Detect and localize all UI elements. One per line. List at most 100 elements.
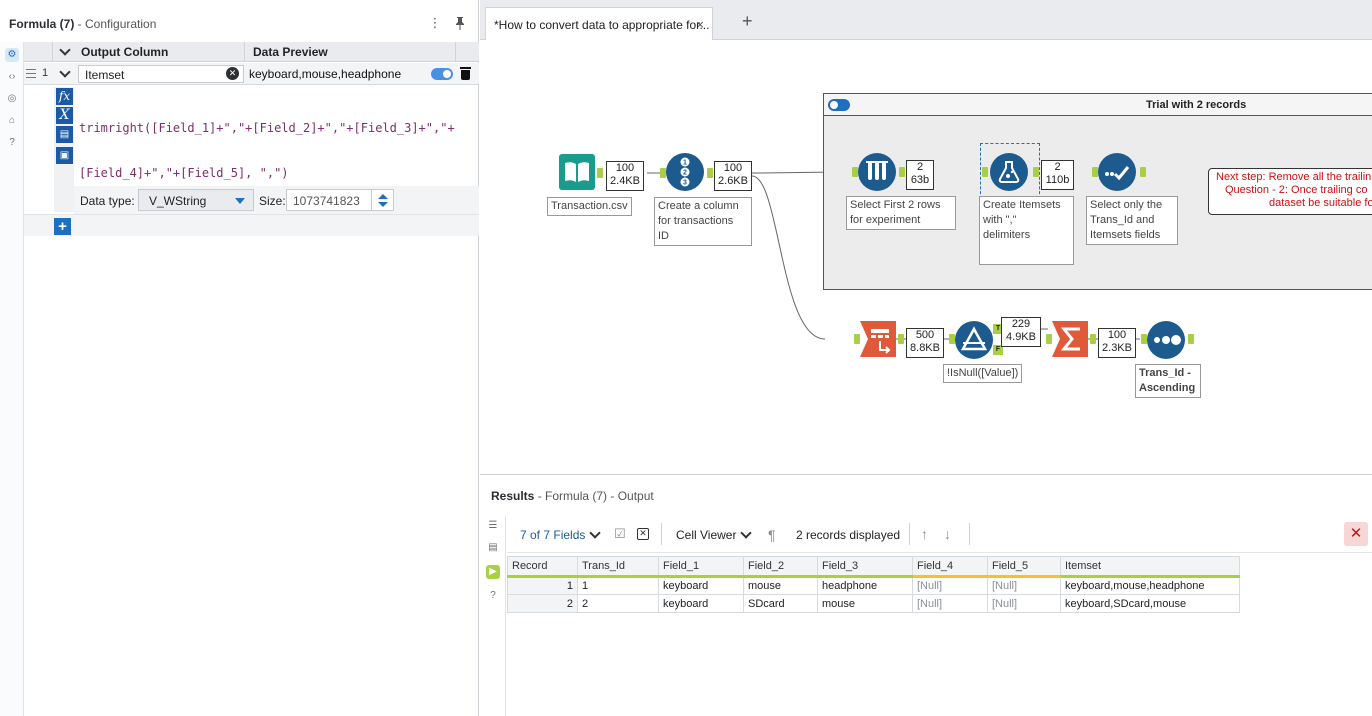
help-icon[interactable]: ? xyxy=(490,590,496,601)
add-formula-button[interactable]: + xyxy=(54,218,71,235)
list-icon[interactable]: ☰ xyxy=(488,520,498,531)
expression-editor[interactable]: trimright([Field_1]+","+[Field_2]+","+[F… xyxy=(79,121,455,180)
table-cell[interactable]: 2 xyxy=(507,594,578,613)
table-cell[interactable]: [Null] xyxy=(912,576,988,595)
code-icon[interactable]: ‹› xyxy=(8,71,16,82)
save-expression-icon[interactable]: ▣ xyxy=(56,147,73,164)
chevron-down-icon[interactable] xyxy=(741,529,751,539)
pilcrow-icon[interactable]: ¶ xyxy=(768,527,776,543)
table-row[interactable]: 1 1 keyboard mouse headphone [Null] [Nul… xyxy=(507,576,1240,595)
comment-note[interactable]: Next step: Remove all the trailin Questi… xyxy=(1208,168,1372,215)
data-type-select[interactable]: V_WString xyxy=(138,189,254,211)
checkmark-icon xyxy=(1098,153,1136,191)
more-options-icon[interactable]: ⋮ xyxy=(428,15,442,30)
clear-field-icon[interactable]: ✕ xyxy=(226,67,239,80)
arrow-down-icon[interactable]: ↓ xyxy=(944,526,951,542)
record-count-badge: 500 8.8KB xyxy=(906,328,944,358)
true-anchor[interactable]: T xyxy=(993,324,1003,334)
output-column-input[interactable]: Itemset xyxy=(78,65,244,83)
output-anchor[interactable] xyxy=(1090,334,1096,344)
input-anchor[interactable] xyxy=(949,334,955,344)
output-anchor[interactable] xyxy=(707,168,713,178)
book-icon xyxy=(559,154,595,190)
false-anchor[interactable]: F xyxy=(993,345,1003,355)
table-row[interactable]: 2 2 keyboard SDcard mouse [Null] [Null] … xyxy=(507,594,1240,613)
message-icon[interactable]: ▤ xyxy=(488,542,498,553)
container-toggle[interactable] xyxy=(828,99,850,111)
close-tab-icon[interactable]: × xyxy=(696,17,704,32)
table-cell[interactable]: [Null] xyxy=(912,594,988,613)
table-cell[interactable]: headphone xyxy=(817,576,913,595)
column-header[interactable]: Field_2 xyxy=(743,556,818,578)
input-anchor[interactable] xyxy=(1141,334,1147,344)
pin-icon[interactable] xyxy=(453,16,467,30)
formula-row[interactable]: 1 Itemset ✕ keyboard,mouse,headphone xyxy=(24,63,479,85)
input-anchor[interactable] xyxy=(660,168,666,178)
input-data-tool[interactable] xyxy=(559,154,595,193)
output-anchor[interactable] xyxy=(1033,167,1039,177)
workflow-canvas[interactable]: Trial with 2 records 100 2.4KB Transacti… xyxy=(480,41,1372,473)
size-input[interactable]: 1073741823 xyxy=(286,189,372,211)
chevron-down-icon[interactable] xyxy=(590,529,600,539)
sample-tool[interactable] xyxy=(858,153,896,194)
drag-handle-icon[interactable] xyxy=(26,69,36,78)
output-anchor[interactable] xyxy=(1140,167,1146,177)
column-header[interactable]: Field_5 xyxy=(987,556,1061,578)
input-anchor[interactable] xyxy=(854,334,860,344)
select-tool[interactable] xyxy=(1098,153,1136,194)
collapse-chevron-icon[interactable] xyxy=(60,46,70,56)
output-anchor[interactable] xyxy=(898,334,904,344)
column-header[interactable]: Field_3 xyxy=(817,556,913,578)
input-anchor[interactable] xyxy=(1046,334,1052,344)
table-cell[interactable]: mouse xyxy=(817,594,913,613)
help-icon[interactable]: ? xyxy=(9,137,15,148)
table-cell[interactable]: keyboard,SDcard,mouse xyxy=(1060,594,1240,613)
edit-icon[interactable]: ☑ xyxy=(614,526,626,541)
close-results-button[interactable]: ✕ xyxy=(1344,522,1368,546)
expression-toggle[interactable] xyxy=(431,68,453,80)
delete-row-icon[interactable] xyxy=(460,66,471,80)
size-stepper[interactable] xyxy=(372,189,394,211)
sort-tool[interactable] xyxy=(1147,321,1185,362)
table-cell[interactable]: 2 xyxy=(577,594,659,613)
data-tag-icon[interactable]: ▶ xyxy=(486,565,500,579)
table-cell[interactable]: 1 xyxy=(507,576,578,595)
output-anchor[interactable] xyxy=(597,168,603,178)
filter-tool[interactable] xyxy=(955,321,993,362)
cell-viewer-dropdown[interactable]: Cell Viewer xyxy=(676,528,737,542)
column-header[interactable]: Field_1 xyxy=(658,556,744,578)
summarize-tool[interactable] xyxy=(1052,321,1088,360)
table-cell[interactable]: keyboard xyxy=(658,594,744,613)
open-expression-icon[interactable]: ▤ xyxy=(56,126,73,143)
column-header[interactable]: Itemset xyxy=(1060,556,1240,578)
input-anchor[interactable] xyxy=(982,167,988,177)
formula-tool[interactable] xyxy=(990,153,1028,194)
arrow-up-icon[interactable]: ↑ xyxy=(921,526,928,542)
column-header[interactable]: Trans_Id xyxy=(577,556,659,578)
column-header[interactable]: Record xyxy=(507,556,578,578)
gear-icon[interactable]: ⚙ xyxy=(5,48,19,62)
record-id-tool[interactable]: 1 2 3 xyxy=(666,153,704,194)
table-cell[interactable]: 1 xyxy=(577,576,659,595)
fields-dropdown[interactable]: 7 of 7 Fields xyxy=(520,528,586,542)
output-anchor[interactable] xyxy=(1188,334,1194,344)
functions-icon[interactable]: fx xyxy=(56,88,73,105)
input-anchor[interactable] xyxy=(852,167,858,177)
new-tab-icon[interactable]: + xyxy=(742,11,753,31)
annotation-icon[interactable]: ◎ xyxy=(7,93,17,104)
expand-row-chevron-icon[interactable] xyxy=(60,68,70,78)
table-cell[interactable]: mouse xyxy=(743,576,818,595)
table-cell[interactable]: keyboard xyxy=(658,576,744,595)
input-anchor[interactable] xyxy=(1092,167,1098,177)
workflow-tab[interactable]: *How to convert data to appropriate for.… xyxy=(485,7,713,40)
table-cell[interactable]: [Null] xyxy=(987,594,1061,613)
transpose-tool[interactable] xyxy=(860,321,896,360)
table-cell[interactable]: [Null] xyxy=(987,576,1061,595)
tag-icon[interactable]: ⌂ xyxy=(8,115,16,126)
table-cell[interactable]: SDcard xyxy=(743,594,818,613)
column-header[interactable]: Field_4 xyxy=(912,556,988,578)
variables-icon[interactable]: X xyxy=(56,107,73,124)
table-cell[interactable]: keyboard,mouse,headphone xyxy=(1060,576,1240,595)
clear-icon[interactable]: ✕ xyxy=(637,528,649,540)
output-anchor[interactable] xyxy=(899,167,905,177)
